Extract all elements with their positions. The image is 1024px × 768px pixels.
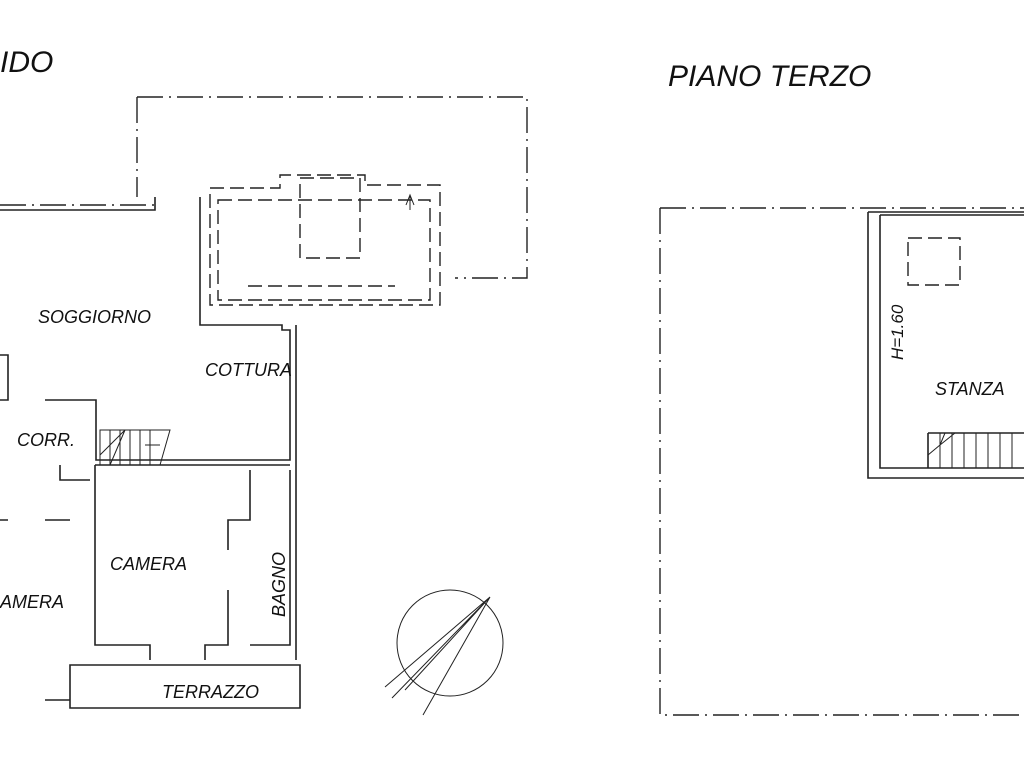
right-floor-heading: PIANO TERZO — [668, 60, 871, 93]
room-label-stanza: STANZA — [935, 379, 1005, 399]
room-label-corr: CORR. — [17, 430, 75, 450]
room-label-camera-partial: AMERA — [0, 592, 64, 612]
left-floor-heading: IDO — [0, 46, 53, 79]
upper-terrace-outline — [0, 96, 528, 279]
room-label-bagno: BAGNO — [269, 552, 289, 617]
third-floor-outline — [659, 207, 1024, 716]
stairwell — [209, 174, 441, 306]
room-label-soggiorno: SOGGIORNO — [38, 307, 151, 327]
room-label-camera: CAMERA — [110, 554, 187, 574]
north-arrow-icon — [384, 589, 504, 716]
room-label-cottura: COTTURA — [205, 360, 292, 380]
room-label-terrazzo: TERRAZZO — [162, 682, 259, 702]
internal-stair — [99, 429, 171, 466]
height-label-stanza: H=1.60 — [888, 304, 907, 360]
